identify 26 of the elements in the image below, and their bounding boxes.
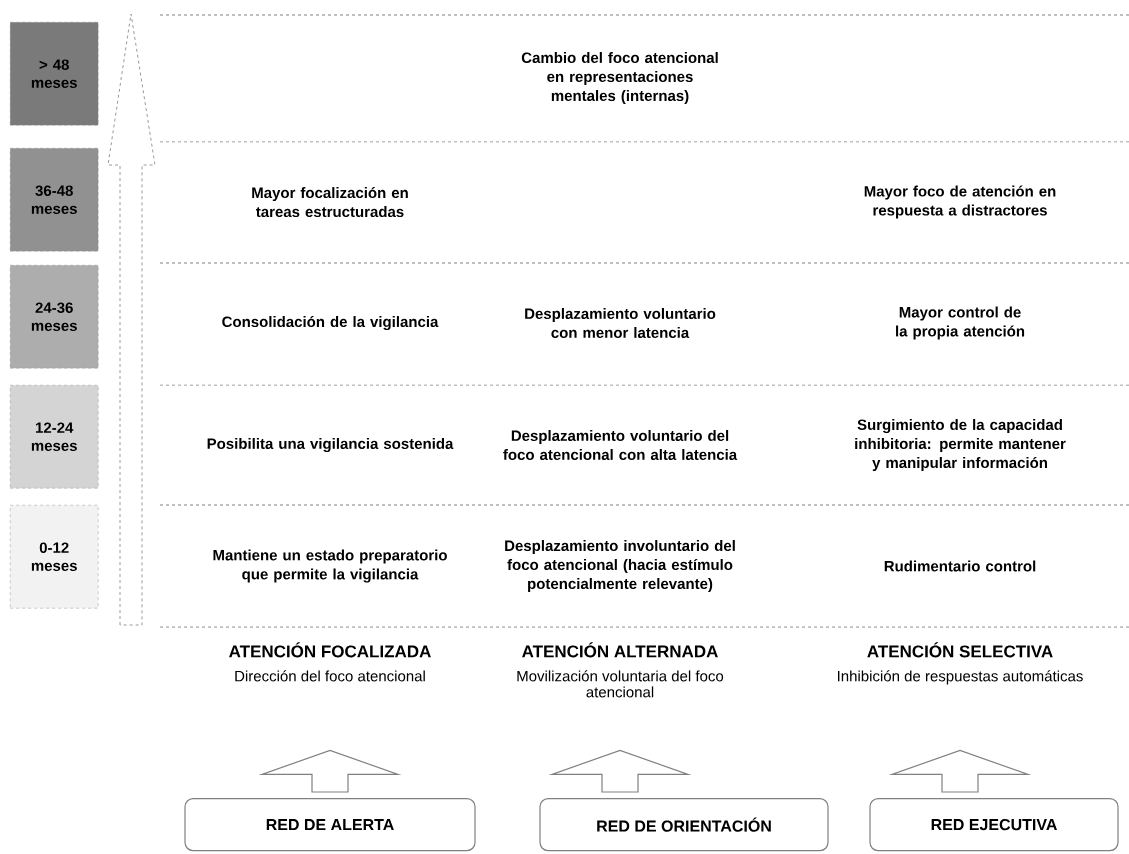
cell-text: Surgimiento de la capacidad inhibitoria: permite mantener y manipular información (855, 419, 1066, 471)
age-box: > 48 meses (10, 22, 99, 126)
cell-text: Consolidación de la vigilancia (222, 315, 439, 331)
age-box: 0-12 meses (10, 505, 99, 609)
age-box: 12-24 meses (10, 385, 99, 489)
network-box: RED EJECUTIVA (869, 798, 1119, 852)
cell-text: Rudimentario control (884, 560, 1036, 572)
block-arrow (548, 749, 692, 793)
attention-type: ATENCIÓN ALTERNADA Movilización voluntaria del foco atencional (517, 642, 724, 698)
block-arrow (258, 749, 402, 793)
network-box: RED DE ORIENTACIÓN (539, 798, 829, 852)
attention-type: ATENCIÓN FOCALIZADA Dirección del foco atencional (229, 642, 431, 682)
network-box: RED DE ALERTA (184, 798, 476, 852)
age-box: 24-36 meses (10, 265, 99, 369)
cell-text: Cambio del foco atencional en representaciones mentales (internas) (521, 52, 718, 104)
cell-text: Posibilita una vigilancia sostenida (207, 438, 454, 453)
age-box: 36-48 meses (10, 148, 99, 252)
cell-text: Desplazamiento involuntario del foco atencional (hacia estímulo potencialmente relevante) (505, 540, 735, 592)
attention-type: ATENCIÓN SELECTIVA Inhibición de respuestas automáticas (838, 642, 1083, 685)
cell-text: Desplazamiento voluntario del foco atencional con alta latencia (503, 430, 738, 460)
cell-text: Mayor control de la propia atención (896, 306, 1025, 340)
block-arrow (888, 749, 1032, 793)
cell-text: Mayor foco de atención en respuesta a distractores (864, 185, 1056, 219)
cell-text: Desplazamiento voluntario con menor latencia (525, 308, 716, 338)
cell-text: Mayor focalización en tareas estructuradas (252, 186, 408, 218)
cell-text: Mantiene un estado preparatorio que permite la vigilancia (213, 549, 447, 583)
